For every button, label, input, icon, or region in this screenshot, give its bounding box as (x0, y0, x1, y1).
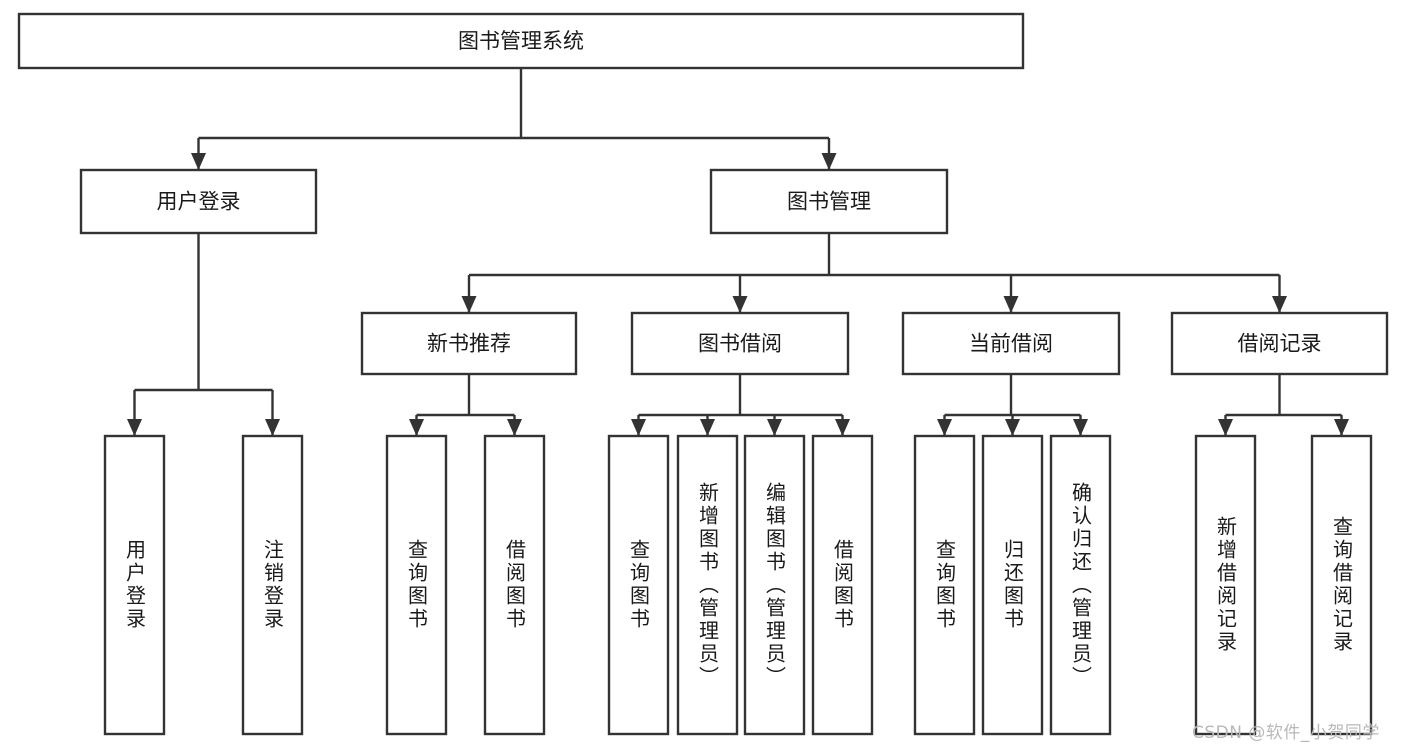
node-boxes-group (17, 12, 1389, 736)
connector-lines-group (127, 68, 1349, 436)
node-box-leaf-borrow-book (811, 434, 874, 736)
arrow-head-icon-leaf-query-book-recommend (409, 419, 424, 436)
arrow-head-icon-user-login (191, 153, 206, 170)
node-box-borrow-record (1170, 311, 1389, 376)
node-box-leaf-query-book-borrow (607, 434, 670, 736)
node-box-leaf-add-borrow-record (1194, 434, 1257, 736)
node-label-book-borrow: 图书借阅 (698, 332, 782, 356)
node-box-leaf-borrow-book-recommend (483, 434, 546, 736)
arrow-head-icon-leaf-user-logout (265, 419, 280, 436)
arrow-head-icon-book-management (821, 153, 837, 170)
node-box-root (17, 12, 1025, 70)
arrow-head-icon-leaf-edit-book-admin (767, 419, 782, 436)
arrow-head-icon-leaf-add-borrow-record (1218, 419, 1233, 436)
arrow-head-icon-leaf-confirm-return-admin (1073, 419, 1088, 436)
node-box-new-book-recommend (360, 311, 578, 376)
node-box-leaf-add-book-admin (676, 434, 739, 736)
node-label-root: 图书管理系统 (458, 29, 584, 53)
node-box-leaf-user-login (103, 434, 166, 736)
arrow-head-icon-book-borrow (732, 296, 748, 313)
node-box-leaf-return-book (981, 434, 1044, 736)
node-box-leaf-user-logout (241, 434, 304, 736)
arrow-head-icon-leaf-borrow-book (835, 419, 850, 436)
arrow-head-icon-borrow-record (1272, 296, 1287, 313)
arrow-head-icon-leaf-user-login (127, 419, 142, 436)
arrow-head-icon-leaf-add-book-admin (700, 419, 715, 436)
node-label-user-login: 用户登录 (157, 190, 241, 214)
arrow-head-icon-leaf-borrow-book-recommend (507, 419, 522, 436)
node-box-leaf-edit-book-admin (743, 434, 806, 736)
node-label-borrow-record: 借阅记录 (1238, 332, 1322, 356)
csdn-watermark: CSDN @软件_小贺同学 (1192, 723, 1380, 743)
arrow-head-icon-leaf-query-borrow-record (1334, 419, 1349, 436)
arrow-head-icon-new-book-recommend (461, 296, 477, 313)
node-box-book-management (709, 168, 949, 235)
arrow-head-icon-current-borrow (1003, 296, 1019, 313)
node-label-book-management: 图书管理 (787, 190, 871, 214)
node-box-leaf-confirm-return-admin (1049, 434, 1112, 736)
arrow-head-icon-leaf-return-book (1005, 419, 1020, 436)
arrow-head-icon-leaf-query-book-borrow (631, 419, 646, 436)
arrow-head-icon-leaf-query-book-current (937, 419, 952, 436)
node-box-leaf-query-book-current (913, 434, 976, 736)
node-box-user-login (79, 168, 318, 235)
node-box-current-borrow (901, 311, 1121, 376)
node-box-leaf-query-borrow-record (1310, 434, 1373, 736)
node-label-new-book-recommend: 新书推荐 (427, 332, 511, 356)
node-box-leaf-query-book-recommend (385, 434, 448, 736)
node-box-book-borrow (630, 311, 850, 376)
node-label-current-borrow: 当前借阅 (969, 332, 1053, 356)
